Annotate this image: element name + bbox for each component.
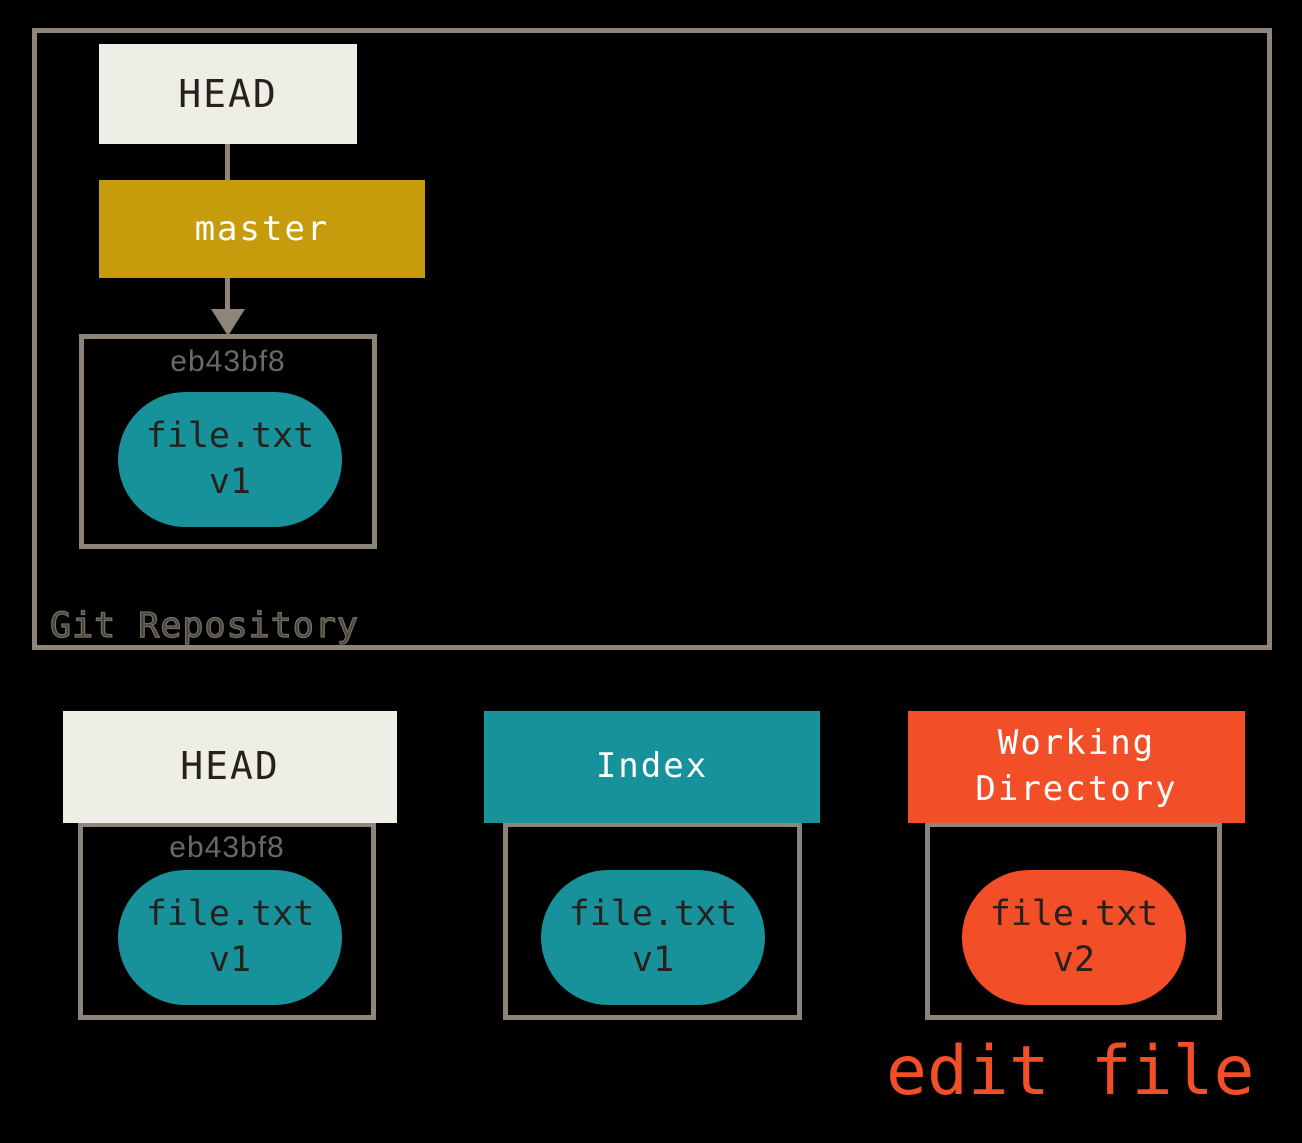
file-blob-commit: file.txt v1	[118, 392, 342, 527]
index-area-box	[503, 822, 802, 1020]
file-name-label: file.txt	[568, 894, 738, 934]
file-name-label: file.txt	[989, 894, 1159, 934]
file-name-label: file.txt	[145, 894, 315, 934]
head-ref-label: HEAD	[178, 72, 278, 116]
file-version-label: v1	[208, 461, 252, 502]
master-branch-label: master	[194, 209, 330, 249]
head-ref-box: HEAD	[99, 44, 357, 144]
file-version-label: v1	[631, 939, 675, 980]
workdir-area-box	[925, 822, 1222, 1020]
index-area-title: Index	[595, 746, 709, 787]
head-area-title: HEAD	[180, 744, 280, 789]
head-area-box	[78, 822, 376, 1020]
file-blob-head: file.txt v1	[118, 870, 342, 1005]
git-repository-box	[32, 28, 1272, 650]
arrow-down-icon	[211, 309, 245, 336]
connector-head-to-master	[225, 144, 230, 180]
head-area-hash-label: eb43bf8	[169, 831, 285, 864]
head-area-header: HEAD	[63, 711, 397, 823]
file-name-label: file.txt	[145, 416, 315, 456]
commit-box	[79, 334, 377, 549]
workdir-area-header: Working Directory	[908, 711, 1245, 823]
file-version-label: v2	[1052, 939, 1096, 980]
workdir-area-title: Working Directory	[975, 723, 1178, 809]
file-version-label: v1	[208, 939, 252, 980]
master-branch-box: master	[99, 180, 425, 278]
file-blob-index: file.txt v1	[541, 870, 765, 1005]
connector-master-to-commit	[225, 278, 230, 311]
commit-hash-label: eb43bf8	[170, 345, 286, 378]
file-blob-workdir: file.txt v2	[962, 870, 1186, 1005]
git-repository-caption: Git Repository	[49, 605, 360, 646]
edit-file-annotation: edit file	[886, 1032, 1255, 1111]
index-area-header: Index	[484, 711, 820, 823]
